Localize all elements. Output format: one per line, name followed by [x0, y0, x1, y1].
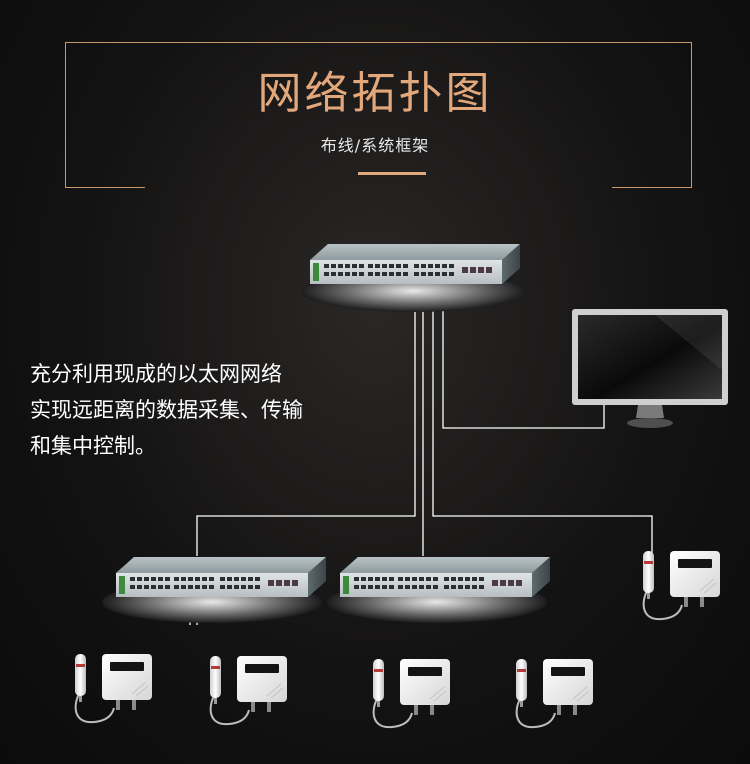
page-title: 网络拓扑图 [257, 68, 493, 119]
switch-left [102, 557, 326, 623]
header-frame-left [65, 42, 66, 188]
monitor-icon [572, 309, 728, 428]
sensor-device-3 [372, 658, 451, 729]
description-line-2: 实现远距离的数据采集、传输 [30, 398, 303, 422]
header-frame-right [691, 42, 692, 188]
description: 充分利用现成的以太网网络 实现远距离的数据采集、传输 和集中控制。 [30, 356, 303, 464]
link-core-to-switch-left [196, 282, 416, 556]
description-line-1: 充分利用现成的以太网网络 [30, 362, 282, 386]
link-core-to-sensor-right [432, 282, 653, 553]
header-frame-bottom-left [65, 187, 145, 188]
switch-right [327, 557, 550, 623]
sensor-device-right [642, 550, 721, 621]
sensor-device-4 [515, 658, 594, 729]
page-subtitle: 布线/系统框架 [320, 136, 430, 155]
sensor-device-1 [74, 653, 153, 724]
header-frame-bottom-right [612, 187, 692, 188]
link-core-to-monitor [442, 282, 605, 429]
header-frame-top [65, 42, 692, 43]
sensor-device-2 [209, 655, 288, 726]
title-accent-bar [358, 172, 426, 175]
core-switch [301, 244, 525, 312]
description-line-3: 和集中控制。 [30, 434, 156, 458]
